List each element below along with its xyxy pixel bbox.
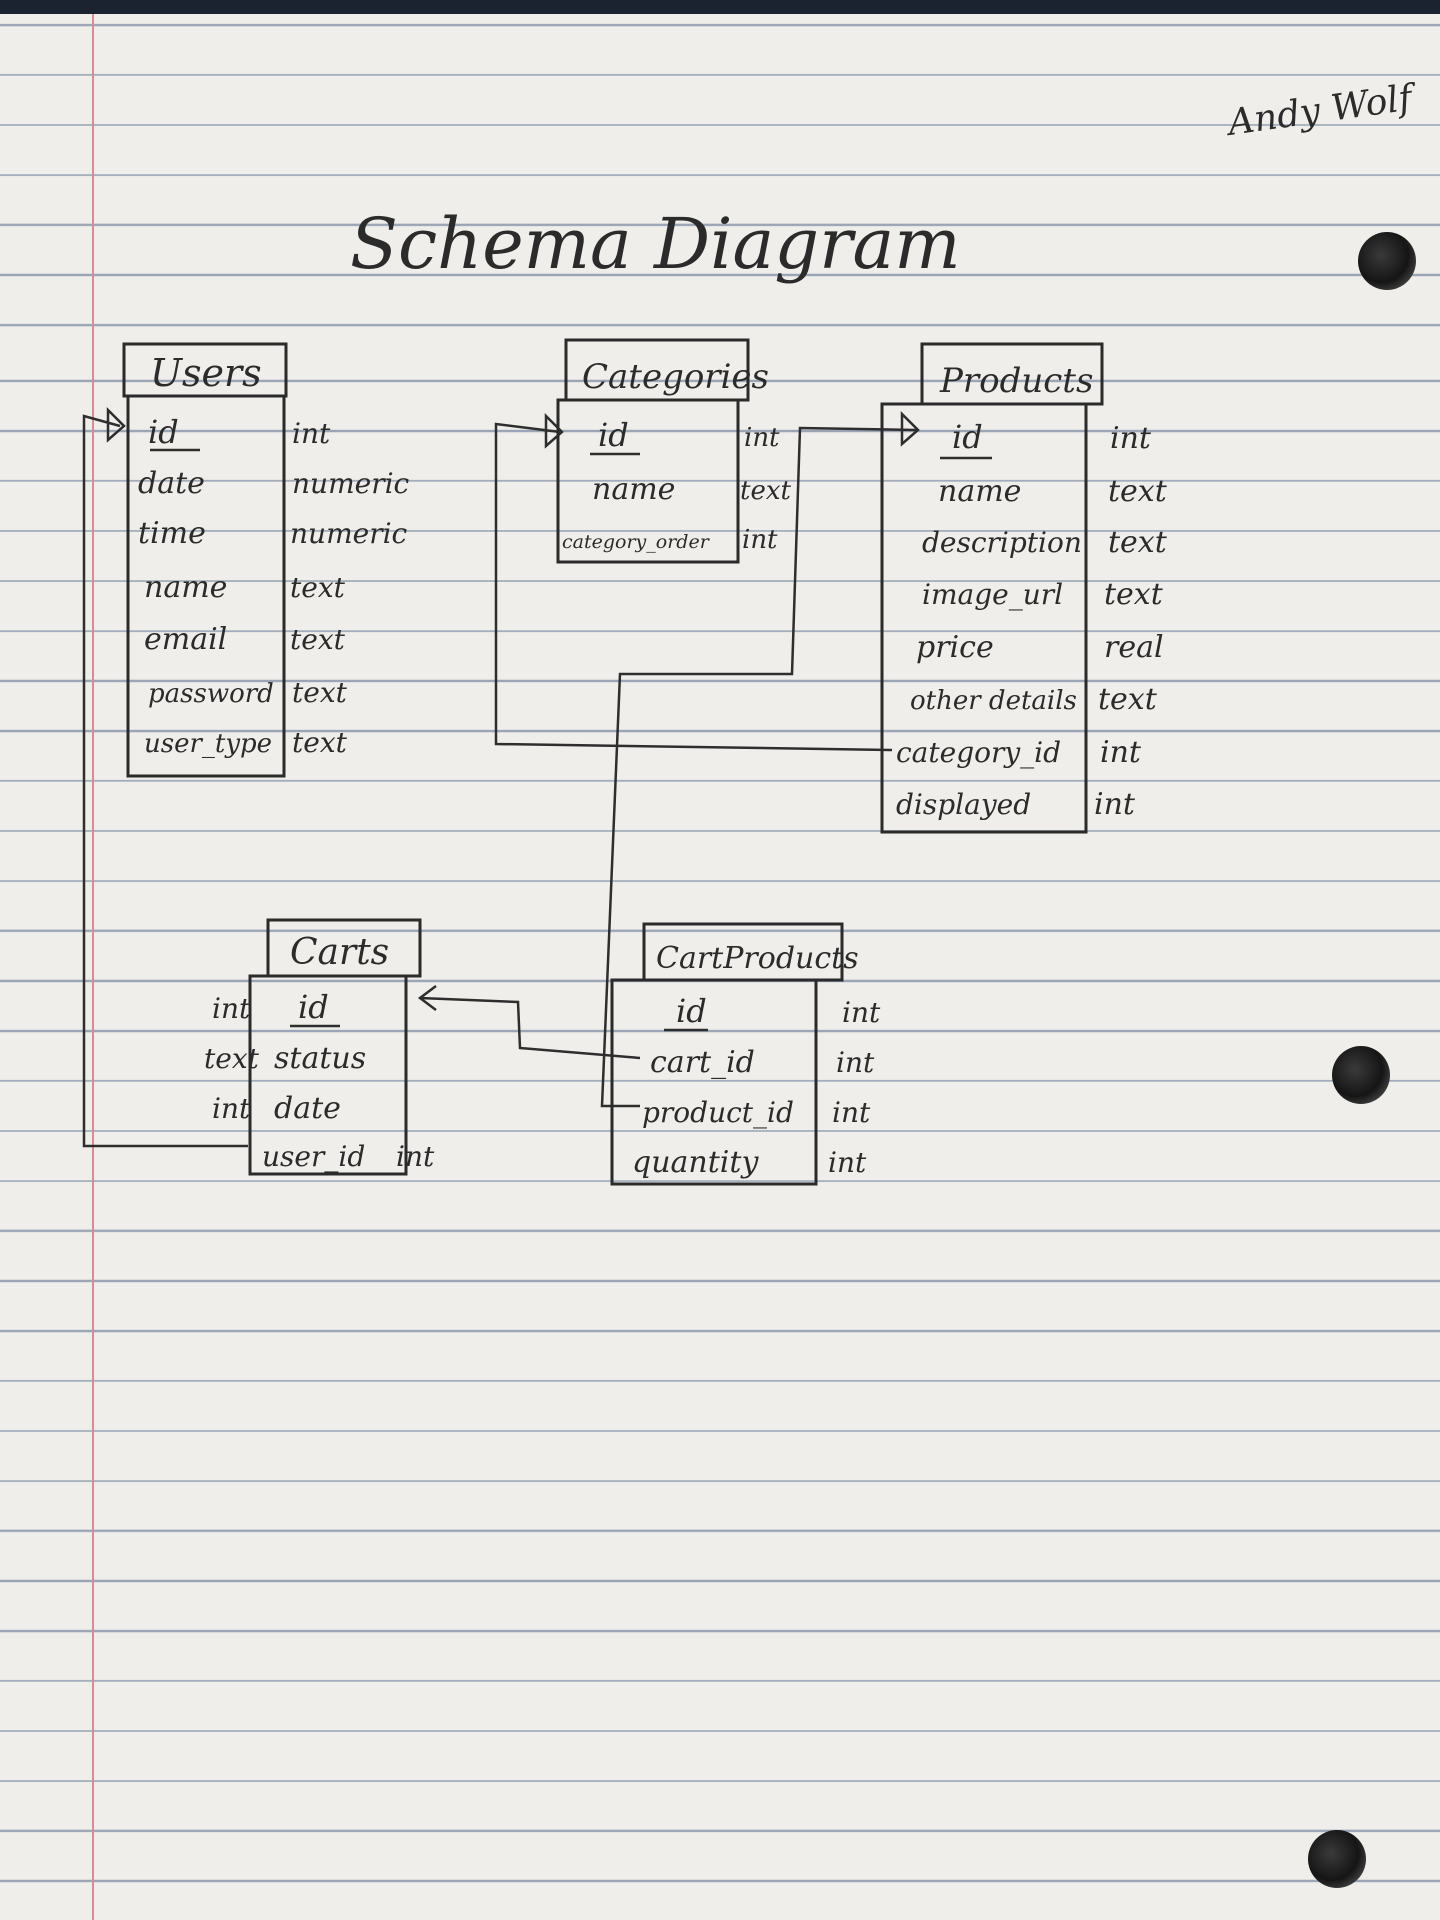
field-name: displayed (896, 788, 1031, 821)
table-title: Products (939, 361, 1093, 401)
relationship-carts-users (82, 414, 248, 1148)
field-name: date (138, 466, 205, 501)
field-name: id (952, 418, 983, 456)
relationship-cartproducts-carts (419, 996, 641, 1060)
field-type: int (1094, 787, 1136, 822)
field-name: email (144, 622, 227, 657)
table-title: Categories (582, 357, 769, 397)
field-name: time (138, 516, 206, 551)
field-type: int (744, 423, 780, 453)
table-products: Products id int name text description te… (880, 342, 1168, 834)
field-name: name (144, 570, 227, 605)
punch-hole-middle (1332, 1046, 1390, 1104)
arrow-head-products-id (900, 410, 920, 447)
field-type: int (1100, 735, 1142, 770)
table-categories: Categories id int name text category_ord… (556, 338, 791, 564)
field-name: id (676, 992, 707, 1030)
field-name: other details (910, 686, 1077, 716)
field-type: int (212, 992, 251, 1025)
field-type: numeric (292, 467, 410, 500)
carts-body-box (248, 974, 408, 1176)
field-type: text (290, 571, 346, 604)
punch-hole-bottom (1308, 1830, 1366, 1888)
field-type: int (828, 1146, 867, 1179)
punch-hole-top (1358, 232, 1416, 290)
users-body-box (126, 394, 286, 778)
field-type: text (1104, 577, 1164, 612)
field-type: int (836, 1046, 875, 1079)
field-name: product_id (642, 1096, 794, 1129)
products-body-box (880, 402, 1088, 834)
table-cartproducts: CartProducts id int cart_id int product_… (610, 922, 881, 1186)
field-type: int (212, 1092, 251, 1125)
table-title: CartProducts (656, 941, 859, 976)
field-type: int (832, 1096, 871, 1129)
field-type: text (292, 726, 348, 759)
field-name: id (598, 416, 629, 454)
field-type: real (1104, 630, 1164, 665)
relationship-products-categories (494, 422, 893, 752)
field-type: text (1108, 525, 1168, 560)
field-name: id (148, 413, 179, 451)
field-type: int (1110, 421, 1152, 456)
field-type: numeric (290, 517, 408, 550)
field-name: category_order (562, 531, 711, 553)
field-type: int (842, 996, 881, 1029)
table-users: Users id int date numeric time numeric n… (122, 342, 410, 778)
field-name: quantity (632, 1145, 759, 1180)
field-type: int (396, 1140, 435, 1173)
field-name: cart_id (650, 1045, 755, 1080)
field-name: category_id (896, 736, 1061, 769)
margin-line (92, 14, 94, 1920)
field-name: date (274, 1091, 341, 1126)
field-type: text (1108, 474, 1168, 509)
categories-body-box (556, 398, 740, 564)
relationship-cartproducts-products (600, 426, 917, 1108)
field-name: password (148, 679, 274, 709)
arrow-head-users-id (106, 406, 126, 443)
diagram-title: Schema Diagram (350, 203, 961, 285)
notebook-paper (0, 14, 1440, 1920)
field-name: name (938, 474, 1021, 509)
field-type: int (742, 525, 778, 555)
arrow-head-carts-id (417, 985, 437, 1011)
field-type: text (292, 676, 348, 709)
field-name: user_type (144, 729, 272, 759)
field-name: id (298, 988, 329, 1026)
field-name: status (274, 1041, 366, 1076)
table-title: Carts (290, 932, 389, 973)
top-edge (0, 0, 1440, 16)
field-type: text (290, 623, 346, 656)
field-name: user_id (262, 1140, 365, 1173)
field-type: text (1098, 682, 1158, 717)
arrow-head-categories-id (544, 412, 564, 449)
field-type: text (740, 476, 791, 506)
field-name: image_url (922, 578, 1063, 611)
field-type: text (204, 1042, 260, 1075)
field-type: int (292, 417, 331, 450)
field-name: price (916, 630, 994, 665)
cartproducts-body-box (610, 978, 818, 1186)
relationship-lines (82, 406, 920, 1148)
field-name: description (922, 526, 1082, 559)
table-title: Users (150, 351, 262, 395)
table-carts: Carts id int status text date int user_i… (204, 918, 435, 1176)
field-name: name (592, 472, 675, 507)
author-signature: Andy Wolf (1223, 77, 1421, 145)
